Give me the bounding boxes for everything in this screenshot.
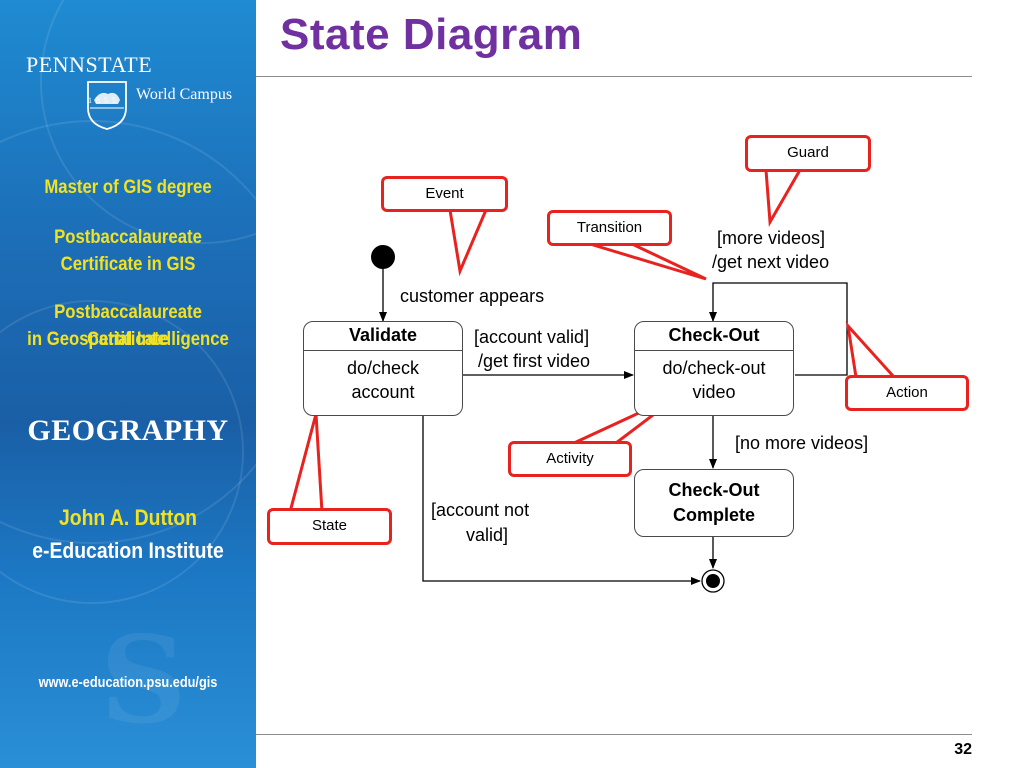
callout-transition: Transition bbox=[547, 210, 672, 246]
state-checkout-activity: do/check-out video bbox=[635, 356, 793, 404]
label-valid-line2: /get first video bbox=[478, 351, 591, 371]
state-validate: Validate do/check account bbox=[303, 321, 463, 416]
transition-invalid-arrow bbox=[422, 416, 701, 585]
callout-guard: Guard bbox=[745, 135, 871, 172]
activity-line: do/check-out bbox=[662, 358, 766, 378]
nittany-lion-shield-icon bbox=[87, 81, 127, 130]
state-divider bbox=[635, 350, 793, 351]
watermark-s: S bbox=[100, 610, 187, 751]
page-number: 32 bbox=[954, 741, 972, 758]
callout-action: Action bbox=[845, 375, 969, 411]
sidebar-item-cert-gis-line1: Postbaccalaureate bbox=[54, 227, 202, 248]
state-divider bbox=[304, 350, 462, 351]
institute-sub: e-Education Institute bbox=[32, 538, 224, 563]
state-validate-name: Validate bbox=[348, 325, 418, 345]
state-checkout: Check-Out do/check-out video bbox=[634, 321, 794, 416]
callout-activity: Activity bbox=[508, 441, 632, 477]
label-loop-line1: [more videos] bbox=[717, 228, 826, 248]
label-customer-appears: customer appears bbox=[400, 286, 545, 306]
activity-line: do/check bbox=[346, 358, 420, 378]
label-invalid-line1: [account not bbox=[431, 500, 530, 520]
world-campus-text: World Campus bbox=[136, 86, 233, 103]
pennstate-logo-text: PENNSTATE bbox=[26, 52, 153, 77]
label-no-more-videos: [no more videos] bbox=[735, 433, 869, 453]
shield-year: 1 8 5 5 bbox=[88, 96, 117, 105]
page-title: State Diagram bbox=[280, 10, 583, 59]
sidebar-url: www.e-education.psu.edu/gis bbox=[38, 674, 218, 691]
callout-state: State bbox=[267, 508, 392, 545]
state-complete-name-line2: Complete bbox=[672, 505, 755, 525]
state-complete-name-line1: Check-Out bbox=[668, 480, 760, 500]
sidebar-item-cert-geoint-line2: in Geospatial Intelligence bbox=[27, 329, 229, 350]
label-valid-line1: [account valid] bbox=[474, 327, 590, 347]
sidebar-item-master-gis: Master of GIS degree bbox=[44, 177, 212, 198]
activity-line: account bbox=[351, 382, 415, 402]
event-callout-pointer bbox=[448, 208, 489, 277]
geography-department: GEOGRAPHY bbox=[27, 414, 229, 447]
callout-event: Event bbox=[381, 176, 508, 212]
state-checkout-name: Check-Out bbox=[668, 325, 760, 345]
sidebar-item-cert-gis-line2: Certificate in GIS bbox=[60, 254, 196, 275]
label-invalid-line2: valid] bbox=[466, 525, 509, 545]
activity-line: video bbox=[692, 382, 736, 402]
initial-state-icon bbox=[371, 245, 395, 269]
state-validate-activity: do/check account bbox=[304, 356, 462, 404]
label-loop-line2: /get next video bbox=[712, 252, 830, 272]
guard-callout-pointer bbox=[764, 168, 803, 227]
title-divider bbox=[256, 76, 972, 77]
action-callout-pointer bbox=[845, 321, 898, 379]
transition-callout-pointer bbox=[589, 242, 707, 281]
transition-loop-arrow bbox=[709, 282, 848, 376]
state-callout-pointer bbox=[288, 413, 324, 514]
sidebar: S PENNSTATE 1 8 5 5 World Campus Master … bbox=[0, 0, 256, 768]
institute-name: John A. Dutton bbox=[58, 505, 197, 530]
state-checkout-complete: Check-Out Complete bbox=[634, 469, 794, 537]
footer-divider bbox=[256, 734, 972, 735]
sidebar-item-cert-geoint-line1: Postbaccalaureate Certificate bbox=[54, 302, 202, 350]
